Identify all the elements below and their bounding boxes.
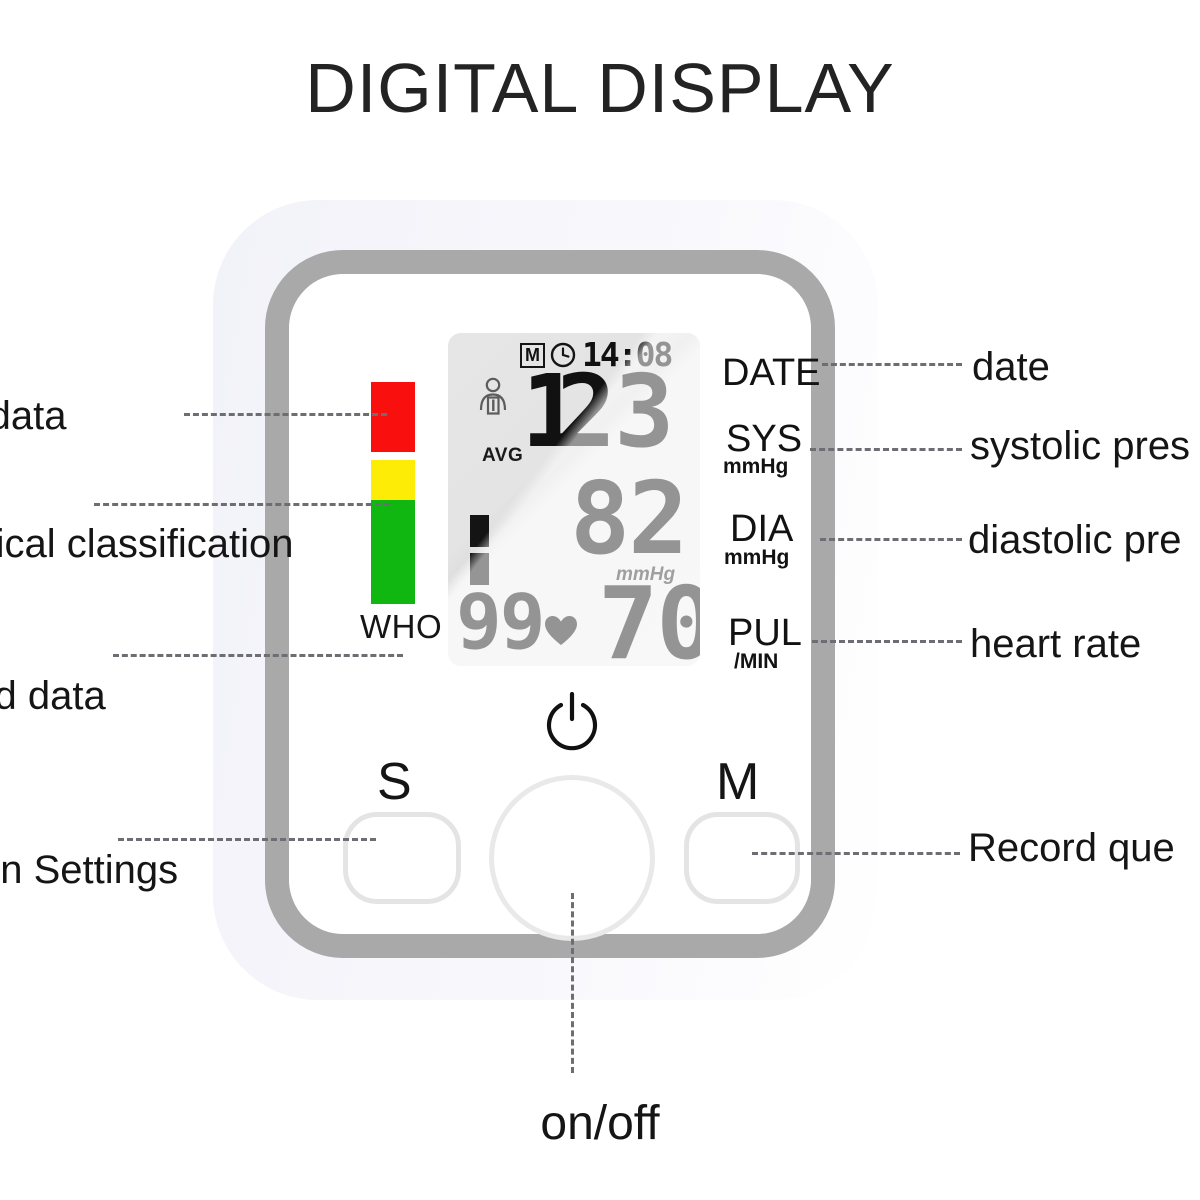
label-sys-unit: mmHg xyxy=(723,455,789,478)
label-dia-unit: mmHg xyxy=(724,546,790,569)
leader-line-user-data xyxy=(184,413,387,416)
label-dia: DIA xyxy=(730,508,794,550)
callout-record-query: Record que xyxy=(968,826,1175,870)
who-segment-green xyxy=(371,500,415,604)
callout-date: date xyxy=(972,345,1050,389)
lcd-screen: M 14:08 AVG 1 23 82 mmHg 99 70 xyxy=(448,333,700,666)
leader-line-systolic xyxy=(810,448,962,451)
leader-line-heart-rate xyxy=(812,640,962,643)
who-segment-gap xyxy=(371,452,415,460)
leader-line-record-query xyxy=(752,852,960,855)
callout-on-off: on/off xyxy=(540,1097,660,1150)
who-segment-yellow xyxy=(371,460,415,500)
m-button-letter: M xyxy=(716,753,760,811)
callout-diastolic-pressure: diastolic pre xyxy=(968,518,1182,562)
heart-icon xyxy=(545,616,577,645)
leader-line-function-settings xyxy=(118,838,376,841)
lcd-level-marker-top xyxy=(470,515,489,547)
s-button-letter: S xyxy=(377,753,412,811)
lcd-level-marker xyxy=(470,515,489,585)
lcd-pulse-value: 99 xyxy=(456,577,546,666)
label-date: DATE xyxy=(722,352,821,394)
callout-user-data: er data xyxy=(0,394,67,438)
leader-line-grouped-data xyxy=(113,654,403,657)
power-icon xyxy=(546,692,598,751)
lcd-diastolic-value: 82 xyxy=(570,460,688,577)
lcd-systolic-value: 23 xyxy=(556,353,674,470)
callout-numeric-classification: erical classification xyxy=(0,522,294,566)
who-segment-red xyxy=(371,382,415,452)
avg-label: AVG xyxy=(482,445,524,466)
callout-heart-rate: heart rate xyxy=(970,622,1142,666)
label-pul-unit: /MIN xyxy=(734,650,779,673)
lcd-pulse-right-value: 70 xyxy=(598,565,700,667)
m-button[interactable] xyxy=(684,812,800,904)
callout-systolic-pressure: systolic pres xyxy=(970,424,1191,468)
callout-function-settings: tion Settings xyxy=(0,848,179,892)
callout-grouped-data: ped data xyxy=(0,674,106,718)
who-classification-bar xyxy=(371,382,415,604)
label-pul: PUL xyxy=(728,612,802,654)
s-button[interactable] xyxy=(343,812,461,904)
who-label: WHO xyxy=(360,608,443,645)
label-sys: SYS xyxy=(726,418,803,460)
leader-line-numeric-classification xyxy=(94,503,390,506)
leader-line-on-off xyxy=(571,893,574,1073)
leader-line-date xyxy=(822,363,962,366)
leader-line-diastolic xyxy=(820,538,962,541)
user-person-icon xyxy=(479,377,507,415)
page-title: DIGITAL DISPLAY xyxy=(305,49,895,127)
